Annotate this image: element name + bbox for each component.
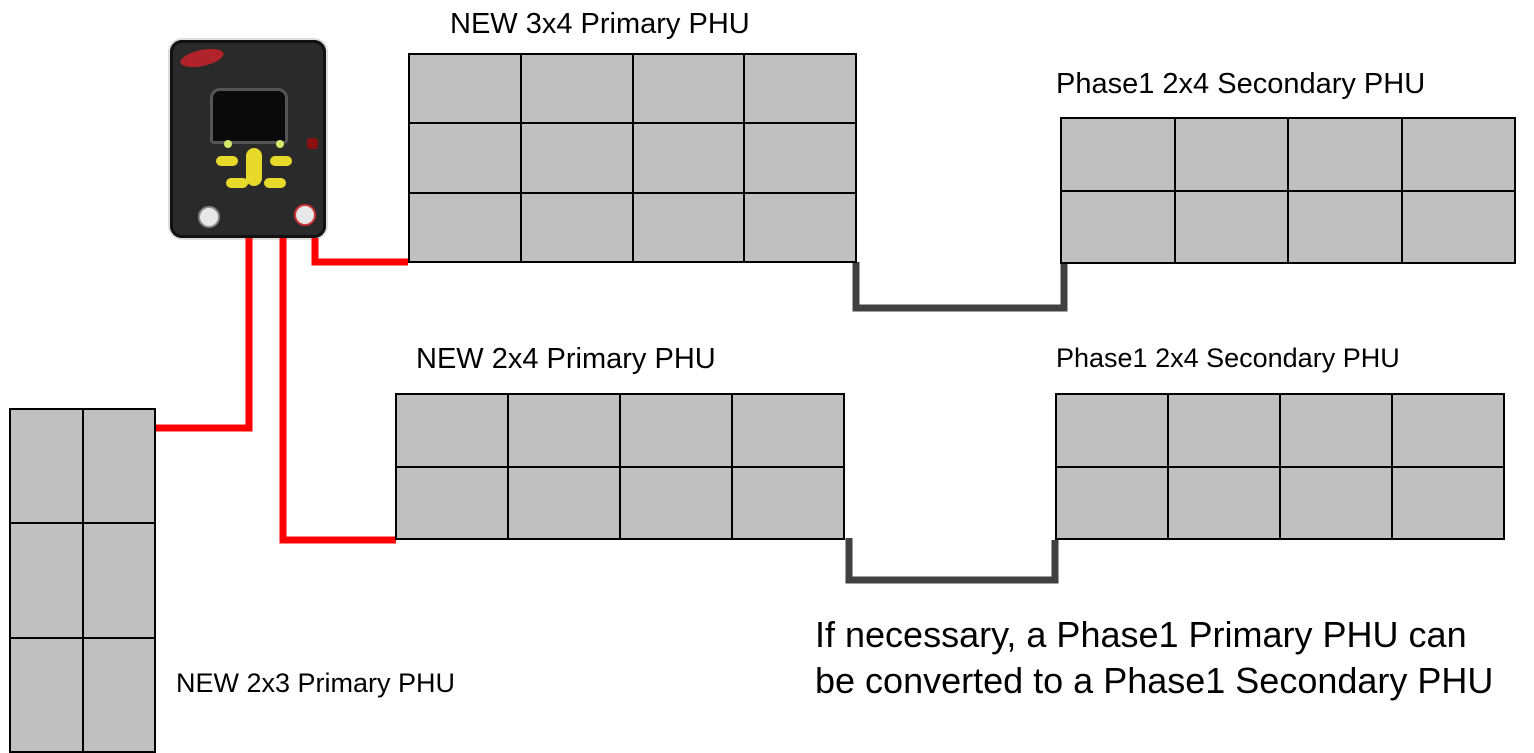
new-2x4-primary-label: NEW 2x4 Primary PHU xyxy=(416,343,716,375)
controller-device xyxy=(170,40,326,238)
controller-button xyxy=(264,178,286,188)
phu-cell xyxy=(1402,119,1514,190)
phu-cell xyxy=(745,55,855,123)
left-status-led xyxy=(224,140,232,148)
phu-cell xyxy=(733,467,843,538)
phu-cell xyxy=(521,55,632,123)
phu-cell xyxy=(410,193,520,261)
power-wire-to-2x3 xyxy=(155,238,253,432)
new-2x3-primary-label: NEW 2x3 Primary PHU xyxy=(176,668,456,698)
power-button xyxy=(307,138,318,149)
new-2x3-primary-phu xyxy=(9,408,156,753)
phu-cell xyxy=(1393,467,1503,538)
phu-cell xyxy=(1175,191,1287,262)
phu-cell xyxy=(1169,395,1279,466)
phu-cell xyxy=(11,638,82,751)
conversion-note-line-1: If necessary, a Phase1 Primary PHU can xyxy=(815,614,1467,655)
phu-cell xyxy=(83,524,154,637)
phu-cell xyxy=(745,193,855,261)
phu-cell xyxy=(1057,395,1167,466)
phase1-secondary-top-phu xyxy=(1060,117,1516,264)
phu-cell xyxy=(621,395,731,466)
controller-button xyxy=(270,156,292,166)
conversion-note: If necessary, a Phase1 Primary PHU can b… xyxy=(815,612,1493,704)
phu-cell xyxy=(410,55,520,123)
phu-cell xyxy=(83,410,154,523)
power-wire-to-3x4 xyxy=(311,238,408,266)
phu-cell xyxy=(11,524,82,637)
phu-cell xyxy=(509,395,619,466)
phu-cell xyxy=(397,395,507,466)
phu-cell xyxy=(1289,119,1401,190)
phu-cell xyxy=(1289,191,1401,262)
phu-cell xyxy=(733,395,843,466)
controller-button xyxy=(216,156,238,166)
phase1-secondary-bottom-label: Phase1 2x4 Secondary PHU xyxy=(1056,343,1400,373)
phu-cell xyxy=(1175,119,1287,190)
controller-screen xyxy=(210,88,288,144)
conversion-note-line-2: be converted to a Phase1 Secondary PHU xyxy=(815,660,1494,701)
phu-cell xyxy=(621,467,731,538)
phu-cell xyxy=(633,124,744,192)
phase1-secondary-top-label: Phase1 2x4 Secondary PHU xyxy=(1056,68,1426,100)
phase1-secondary-bottom-phu xyxy=(1055,393,1505,540)
certification-badge xyxy=(198,206,220,228)
phu-cell xyxy=(521,124,632,192)
right-status-led xyxy=(276,140,284,148)
phu-cell xyxy=(1169,467,1279,538)
phu-cell xyxy=(11,410,82,523)
link-wire-top xyxy=(852,262,1068,312)
phu-cell xyxy=(1281,395,1391,466)
phu-cell xyxy=(410,124,520,192)
link-wire-bottom xyxy=(845,538,1059,584)
phu-cell xyxy=(1057,467,1167,538)
phu-cell xyxy=(397,467,507,538)
phu-cell xyxy=(633,193,744,261)
phu-cell xyxy=(521,193,632,261)
phu-cell xyxy=(1281,467,1391,538)
phu-cell xyxy=(1062,191,1174,262)
phu-cell xyxy=(745,124,855,192)
new-3x4-primary-phu xyxy=(408,53,857,263)
new-2x4-primary-phu xyxy=(395,393,845,540)
phu-cell xyxy=(509,467,619,538)
phu-cell xyxy=(633,55,744,123)
phu-cell xyxy=(1402,191,1514,262)
wiring-diagram xyxy=(155,238,1068,584)
phu-cell xyxy=(83,638,154,751)
phu-cell xyxy=(1062,119,1174,190)
phu-cell xyxy=(1393,395,1503,466)
navigation-button xyxy=(246,148,262,186)
power-wire-to-2x4 xyxy=(279,238,396,544)
new-3x4-primary-label: NEW 3x4 Primary PHU xyxy=(450,8,750,40)
controller-button xyxy=(226,178,248,188)
brand-badge xyxy=(294,204,316,226)
